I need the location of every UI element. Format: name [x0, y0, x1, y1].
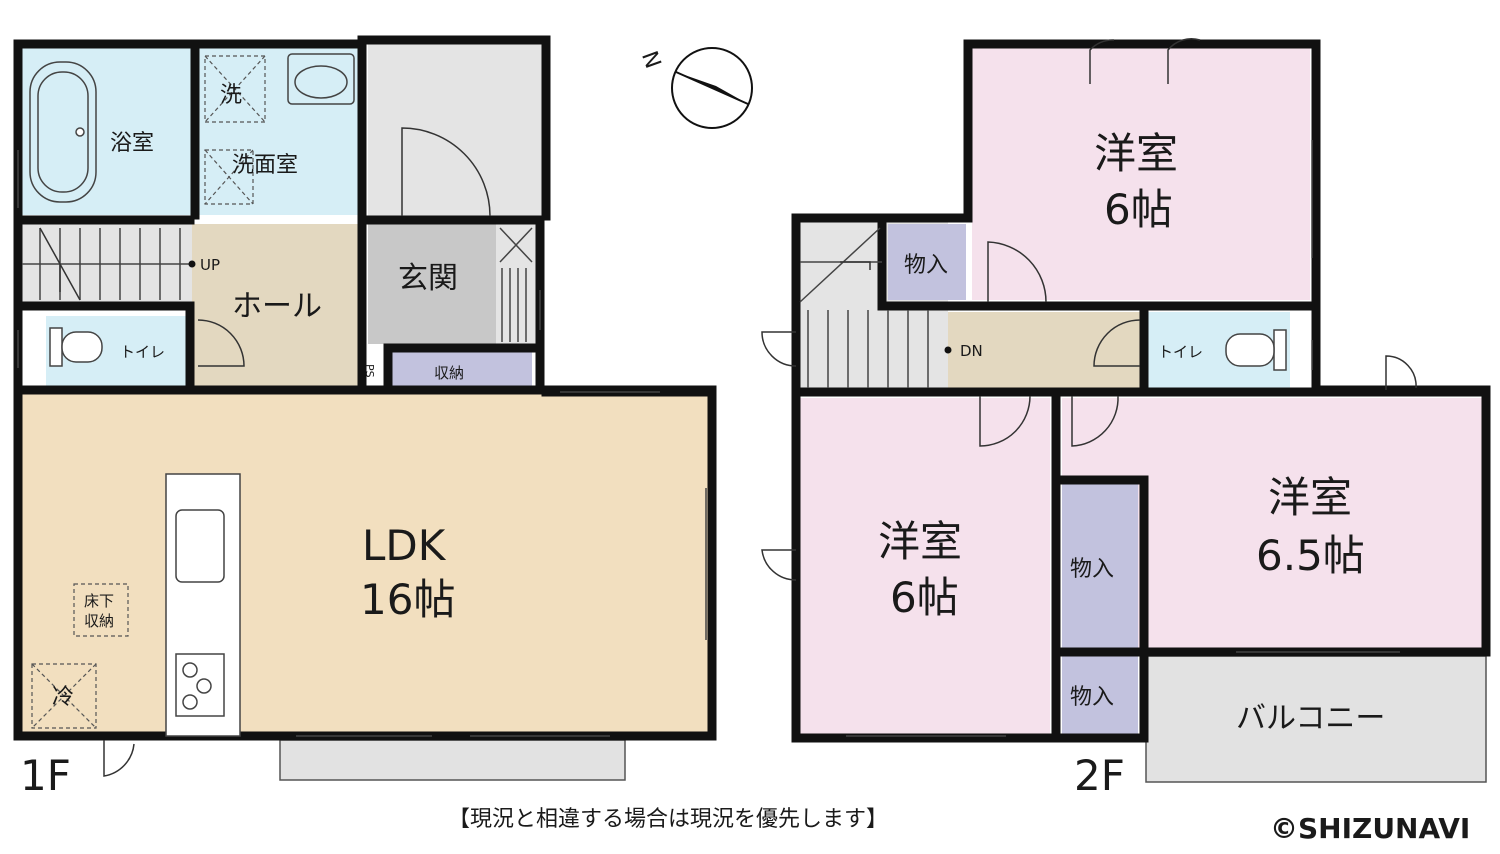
label-hall: ホール — [232, 289, 322, 324]
label-entrance: 玄関 — [398, 261, 458, 296]
label-room-right-size: 6.5帖 — [1256, 531, 1365, 580]
entrance-storage-area — [368, 40, 546, 216]
label-washer: 洗 — [220, 83, 242, 108]
terrace-1f — [279, 739, 626, 781]
ldk-area — [22, 392, 712, 736]
bathroom-area — [22, 45, 192, 215]
label-balcony: バルコニー — [1236, 701, 1385, 736]
label-closet-bottom: 物入 — [1070, 685, 1114, 710]
toilet-1f-fixture — [49, 327, 103, 367]
toilet-2f-fixture — [1225, 329, 1287, 371]
label-washroom: 洗面室 — [232, 153, 298, 178]
floor-1 — [13, 35, 717, 781]
label-stairs-up: UP — [200, 256, 220, 274]
copyright: ©SHIZUNAVI — [1270, 812, 1470, 845]
washroom-area — [195, 45, 363, 215]
compass-icon — [671, 47, 753, 129]
label-stairs-dn: DN — [960, 342, 983, 360]
stairs-1f-area — [22, 224, 192, 302]
closet-mid-area — [1062, 484, 1138, 648]
label-closet-mid: 物入 — [1070, 557, 1114, 582]
label-bathroom: 浴室 — [110, 131, 154, 156]
label-underfloor-1: 床下 — [84, 592, 114, 610]
label-room-left: 洋室 — [878, 517, 962, 566]
label-storage-1f: 収納 — [434, 364, 464, 382]
room-top-area — [972, 48, 1310, 300]
compass-north-label: N — [636, 48, 665, 72]
entrance-area — [368, 224, 496, 344]
label-room-top: 洋室 — [1094, 129, 1178, 178]
room-left-area — [800, 398, 1050, 734]
label-toilet-1f: トイレ — [120, 343, 165, 361]
closet-bottom-area — [1062, 656, 1138, 734]
closet-top-area — [888, 224, 966, 300]
label-room-right: 洋室 — [1268, 473, 1352, 522]
label-fridge: 冷 — [52, 685, 74, 710]
label-ldk-size: 16帖 — [360, 575, 455, 624]
corridor-2f-area — [948, 312, 1140, 388]
label-closet-top: 物入 — [904, 253, 948, 278]
floor-2 — [761, 37, 1491, 783]
label-room-left-size: 6帖 — [890, 573, 959, 622]
label-room-top-size: 6帖 — [1104, 185, 1173, 234]
label-underfloor-2: 収納 — [84, 612, 114, 630]
label-ps: PS — [363, 364, 376, 378]
label-floor-2: 2F — [1074, 751, 1125, 800]
label-ldk: LDK — [362, 521, 447, 570]
label-toilet-2f: トイレ — [1158, 343, 1203, 361]
storage-1f-area — [392, 352, 532, 386]
disclaimer-note: 【現況と相違する場合は現況を優先します】 — [448, 807, 888, 832]
label-floor-1: 1F — [20, 751, 71, 800]
hall-area — [192, 224, 362, 390]
